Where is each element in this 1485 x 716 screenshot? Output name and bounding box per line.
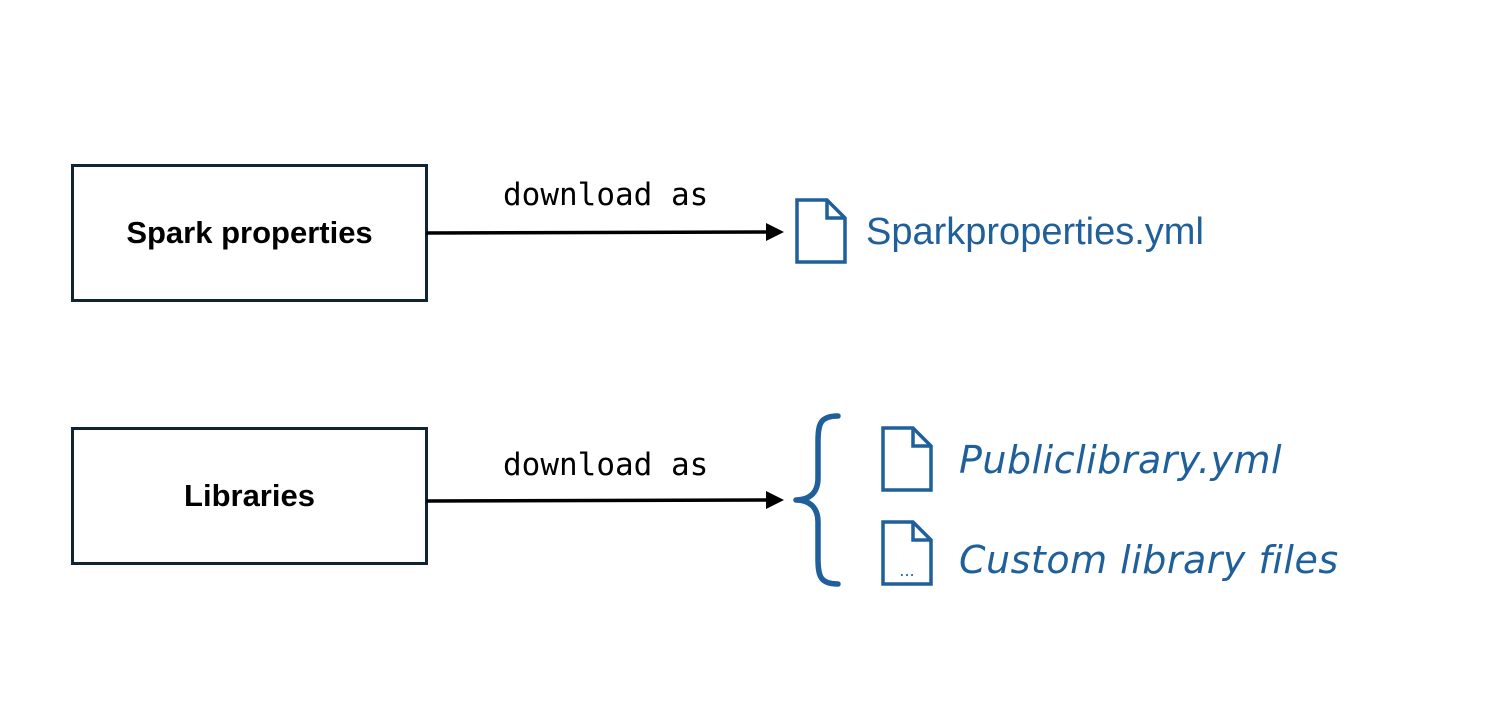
curly-brace	[793, 413, 841, 587]
spark-yml-file-icon	[795, 198, 847, 264]
spark-properties-label: Spark properties	[126, 215, 373, 250]
file-ellipsis-text: ...	[899, 561, 914, 580]
libraries-edge-label: download as	[503, 447, 709, 483]
public-library-file-label: Publiclibrary.yml	[959, 438, 1283, 482]
spark-properties-node: Spark properties	[71, 164, 428, 302]
custom-library-files-label: Custom library files	[959, 538, 1339, 582]
spark-download-arrow	[425, 223, 784, 241]
libraries-label: Libraries	[184, 478, 315, 513]
file-ellipsis-icon: ...	[881, 520, 933, 586]
spark-yml-file-label: Sparkproperties.yml	[866, 211, 1204, 253]
spark-edge-label: download as	[503, 177, 709, 213]
libraries-download-arrow	[425, 491, 784, 509]
libraries-node: Libraries	[71, 427, 428, 565]
public-library-file-icon	[881, 426, 933, 492]
